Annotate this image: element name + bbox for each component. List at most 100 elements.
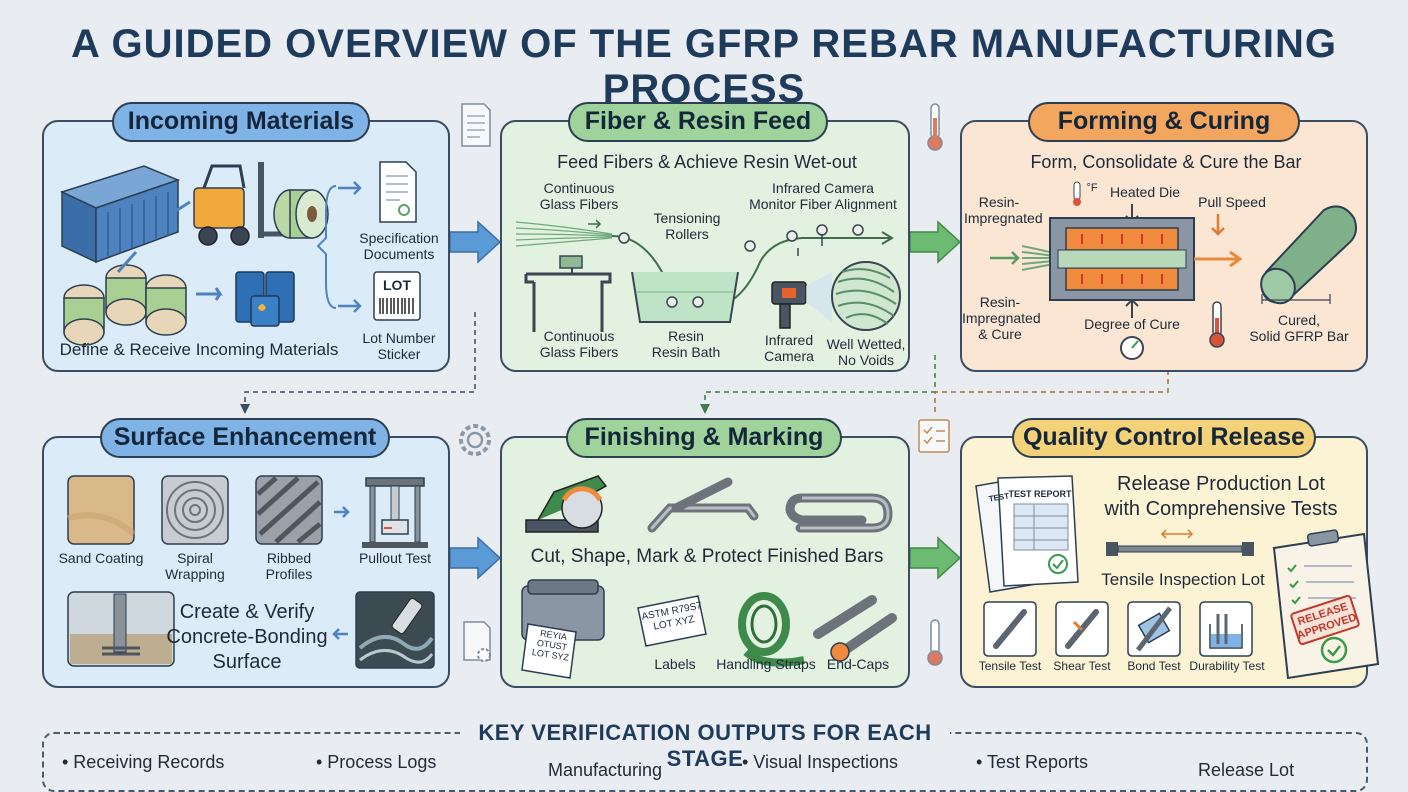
hooked-rebar-icon [785, 493, 893, 533]
fiber-cross-section-icon [831, 261, 901, 331]
pullout-test-label: Pullout Test [358, 550, 432, 566]
resin-bath-icon [631, 271, 739, 323]
clipboard-icon [1272, 529, 1380, 680]
bond-test-icon [1127, 601, 1181, 657]
temperature-symbol: °F [1086, 182, 1098, 194]
finishing-caption: Cut, Shape, Mark & Protect Finished Bars [530, 546, 884, 567]
fiber-subtitle: Feed Fibers & Achieve Resin Wet-out [557, 152, 857, 172]
infrared-camera-icon [771, 272, 832, 329]
forming-curing-header: Forming & Curing [1028, 102, 1300, 142]
flow-arrow [196, 287, 223, 301]
bond-test-label: Bond Test [1127, 659, 1181, 673]
lot-badge: LOT [383, 277, 411, 293]
fiber-spool-icon [273, 189, 329, 239]
finishing-marking-header: Finishing & Marking [566, 418, 842, 458]
flow-arrow [1194, 250, 1243, 268]
flow-arrow [173, 200, 191, 214]
thermometer-icon [1209, 301, 1225, 348]
lot-sticker-icon [373, 271, 421, 321]
specification-documents-label: Specification Documents [359, 230, 439, 262]
cut-off-saw-icon [525, 475, 608, 533]
finishing-marking-panel: Finishing & Marking [500, 418, 910, 688]
flow-connectors [240, 103, 1169, 666]
gauge-icon [1120, 336, 1144, 360]
creel-rack-icon [524, 255, 612, 332]
output-item: Release Lot [1198, 760, 1295, 780]
flow-arrow [338, 299, 362, 313]
surface-enhancement-panel: Surface Enhancement [42, 418, 450, 688]
handling-straps-icon [738, 592, 805, 667]
doc-gear-icon [463, 621, 491, 662]
shear-test-icon [1055, 601, 1109, 657]
sand-coating-label: Sand Coating [58, 550, 144, 566]
shipping-container-icon [59, 165, 181, 264]
tensioning-rollers-label: Tensioning Rollers [653, 210, 721, 242]
page-title: A GUIDED OVERVIEW OF THE GFRP REBAR MANU… [70, 22, 1338, 111]
checklist-icon [918, 419, 950, 453]
pull-speed-label: Pull Speed [1198, 194, 1266, 210]
end-caps-label: End-Caps [826, 656, 890, 672]
surface-caption: Create & Verify Concrete-Bonding Surface [166, 601, 328, 673]
tensile-test-label: Tensile Test [978, 659, 1042, 673]
bracket [316, 185, 337, 309]
document-icon [461, 103, 491, 147]
well-wetted-label: Well Wetted, No Voids [826, 336, 906, 368]
qc-caption: Release Production Lot with Comprehensiv… [1104, 473, 1338, 520]
flow-arrow [332, 628, 348, 640]
concrete-bond-test-icon [67, 591, 175, 667]
degree-of-cure-label: Degree of Cure [1084, 316, 1180, 332]
resin-impregnated-cure-label: Resin- Impregnated & Cure [962, 294, 1041, 342]
incoming-materials-header: Incoming Materials [112, 102, 370, 142]
gear-icon [459, 424, 491, 456]
output-item: • Receiving Records [62, 752, 225, 772]
forklift-icon [193, 162, 300, 246]
quality-control-panel: Quality Control Release [960, 418, 1380, 688]
resin-impregnated-top-label: Resin- Impregnated [964, 194, 1043, 226]
infrared-monitor-label: Infrared Camera Monitor Fiber Alignment [749, 180, 897, 212]
fiber-spools-icon [63, 264, 187, 346]
labels-label: Labels [654, 656, 696, 672]
flow-arrow [338, 181, 362, 195]
tensile-test-icon [983, 601, 1037, 657]
flow-arrow [334, 506, 350, 518]
test-report-title: TEST REPORT [1008, 489, 1072, 499]
verification-outputs-title: KEY VERIFICATION OUTPUTS FOR EACH STAGE [460, 720, 950, 772]
forming-curing-panel: Forming & Curing Form, Consolidate & Cur… [960, 102, 1368, 372]
microscope-image-icon [355, 591, 435, 669]
test-report-stack-icon [975, 475, 1079, 593]
heated-die-icon [1049, 217, 1195, 301]
thermometer-icon [927, 103, 943, 151]
durability-test-icon [1199, 601, 1253, 657]
thermometer-icon [1073, 181, 1081, 206]
output-item: Manufacturing [548, 760, 663, 780]
durability-test-label: Durability Test [1189, 659, 1265, 673]
output-item: • Process Logs [316, 752, 437, 772]
specification-document-icon [379, 161, 417, 223]
forming-subtitle: Form, Consolidate & Cure the Bar [1030, 152, 1302, 172]
ribbed-profiles-label: Ribbed Profiles [265, 550, 313, 582]
flow-arrow [116, 250, 138, 274]
cured-bar-label: Cured, Solid GFRP Bar [1249, 312, 1349, 344]
bent-rebar-icon [647, 477, 759, 533]
incoming-caption: Define & Receive Incoming Materials [59, 340, 339, 359]
spiral-wrapping-swatch [161, 475, 229, 545]
tensile-inspection-lot-label: Tensile Inspection Lot [1101, 570, 1265, 589]
pullout-test-icon [362, 477, 428, 548]
heated-die-label: Heated Die [1109, 184, 1181, 200]
end-caps-icon [813, 595, 897, 662]
output-item: • Visual Inspections [742, 752, 899, 772]
fiber-resin-feed-panel: Fiber & Resin Feed Feed Fibers & Achieve… [500, 102, 910, 372]
resin-drums-icon [235, 271, 295, 327]
shear-test-label: Shear Test [1053, 659, 1111, 673]
label-printer-icon [521, 579, 605, 679]
surface-enhancement-header: Surface Enhancement [100, 418, 390, 458]
cured-gfrp-bar-icon [1260, 205, 1357, 305]
spiral-wrapping-label: Spiral Wrapping [165, 550, 225, 582]
fiber-resin-feed-header: Fiber & Resin Feed [568, 102, 828, 142]
lot-number-sticker-label: Lot Number Sticker [362, 330, 436, 362]
ribbed-profiles-swatch [255, 475, 323, 545]
quality-control-header: Quality Control Release [1012, 418, 1316, 458]
resin-bath-label: Resin Resin Bath [651, 328, 721, 360]
output-item: • Test Reports [976, 752, 1089, 772]
flow-arrow [990, 251, 1020, 265]
